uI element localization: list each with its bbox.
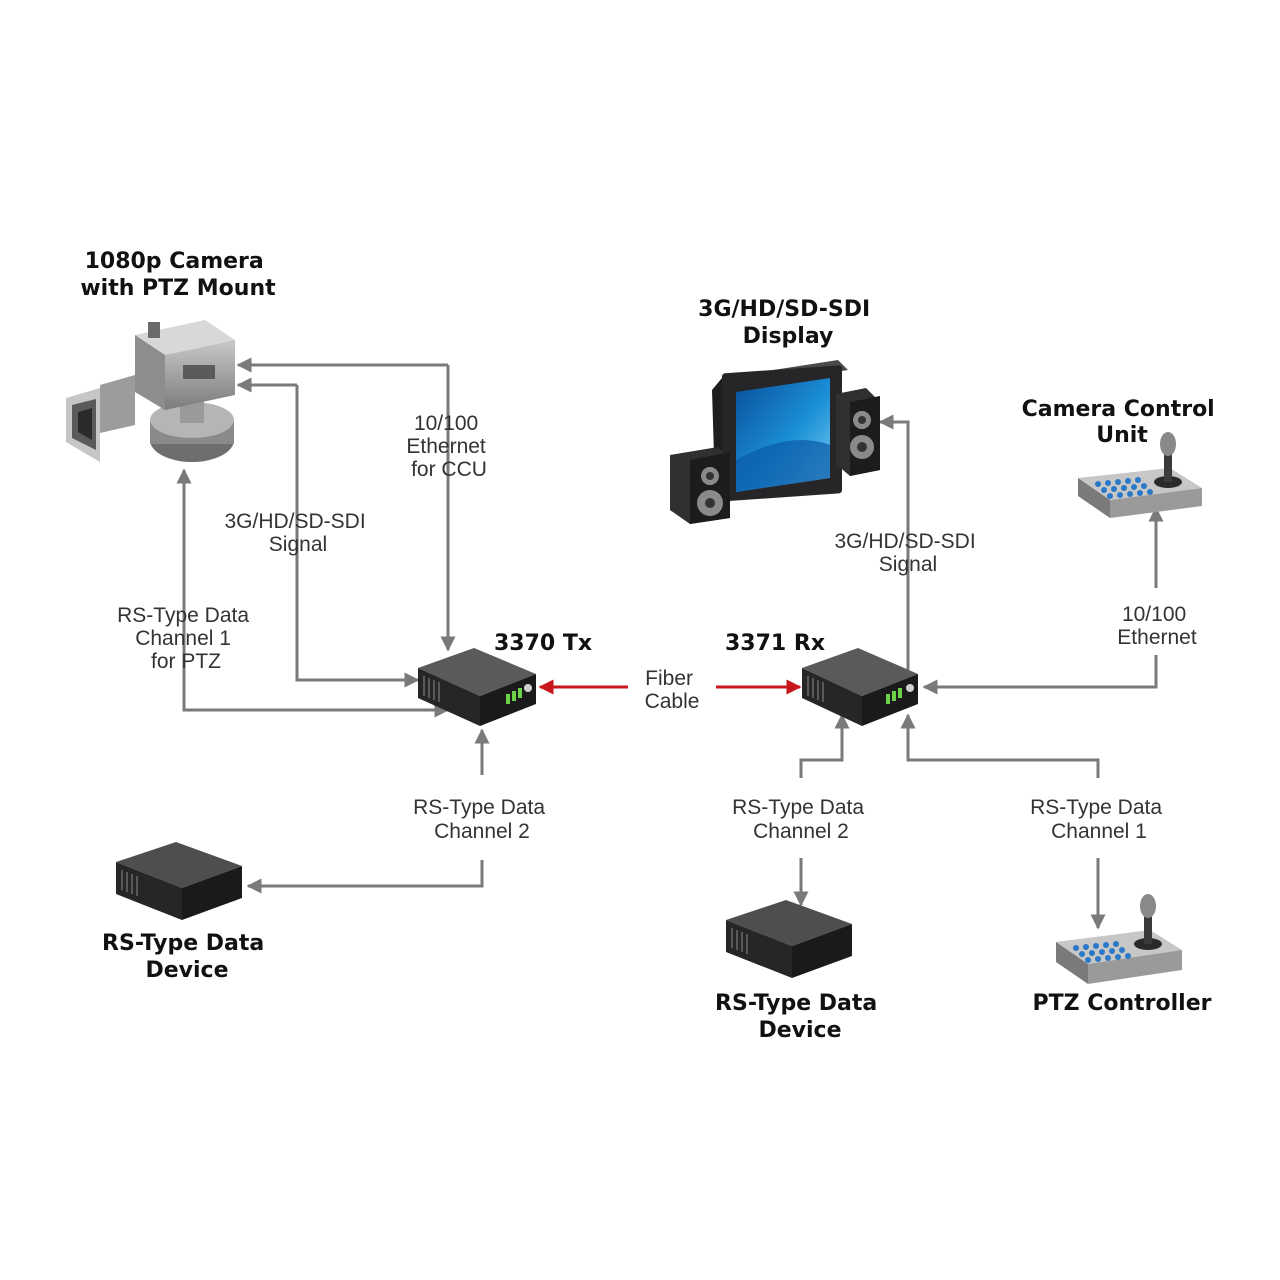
ptz-controller-title: PTZ Controller [1033, 991, 1212, 1016]
rs-ch2-right-line [799, 713, 850, 778]
rs-ch2-left-label: RS-Type Data Channel 2 [413, 796, 551, 843]
sdi-left-line [295, 385, 420, 688]
display-title: 3G/HD/SD-SDI Display [698, 297, 878, 349]
ethernet-right-label: 10/100 Ethernet [1117, 603, 1197, 649]
rs-ch1-right-label: RS-Type Data Channel 1 [1030, 796, 1168, 843]
rs-ch2-right-label: RS-Type Data Channel 2 [732, 796, 870, 843]
rs-ch1-right-line [900, 713, 1100, 778]
display-with-speakers-icon [670, 360, 880, 524]
control-keypad-joystick-icon [1056, 894, 1182, 984]
receiver-box-icon [802, 648, 918, 726]
ptz-camera-icon [66, 320, 235, 462]
ethernet-ccu-label: 10/100 Ethernet for CCU [406, 412, 491, 481]
device-left-title: RS-Type Data Device [102, 931, 272, 983]
device-right-title: RS-Type Data Device [715, 991, 885, 1043]
camera-title: 1080p Camera with PTZ Mount [80, 249, 276, 301]
sdi-right-line [878, 414, 910, 585]
wires [176, 357, 1164, 930]
ccu-title: Camera Control Unit [1022, 397, 1223, 448]
sdi-left-label: 3G/HD/SD-SDI Signal [224, 510, 371, 556]
transmitter-box-icon [418, 648, 536, 726]
data-device-box-icon [116, 842, 242, 920]
rs-ch1-ptz-line-bottom [182, 590, 450, 718]
rs-ch2-left-line-bottom [246, 860, 484, 894]
fiber-label: Fiber Cable [645, 667, 700, 713]
sdi-right-label: 3G/HD/SD-SDI Signal [834, 530, 981, 576]
ethernet-right-line-bottom [922, 655, 1158, 695]
tx-title: 3370 Tx [494, 631, 592, 656]
rs-ch1-ptz-label: RS-Type Data Channel 1 for PTZ [117, 604, 255, 673]
control-keypad-joystick-icon [1078, 432, 1202, 518]
data-device-box-icon [726, 900, 852, 978]
rx-title: 3371 Rx [725, 631, 825, 656]
